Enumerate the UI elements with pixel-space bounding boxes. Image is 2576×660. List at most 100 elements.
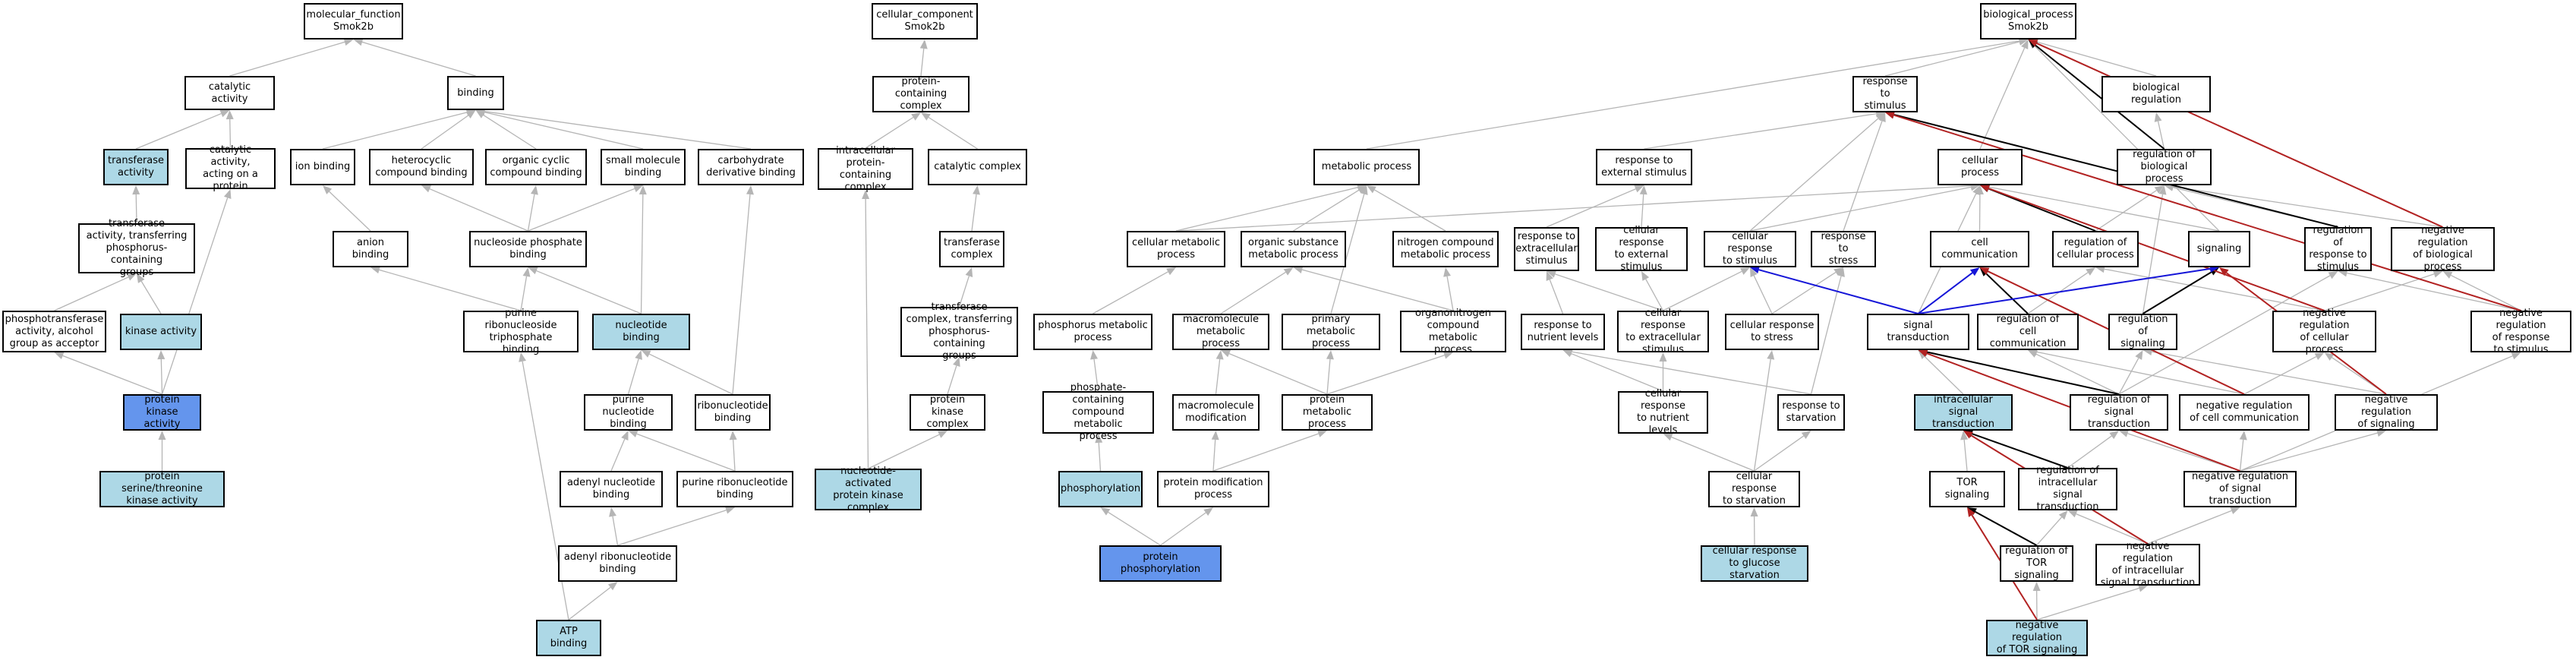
arrowhead-catalytic-activity-to-mf-root [343, 38, 354, 46]
edge-tor-signaling-to-intracellular-signal-transduction [1963, 439, 1968, 472]
arrowhead-negative-regulation-intracellular-signal-to-regulation-intracellular-signal [2067, 510, 2078, 518]
node-heterocyclic-binding: heterocyclic compound binding [369, 149, 474, 185]
arrowhead-protein-ser-thr-kinase-to-protein-kinase-activity [158, 431, 166, 440]
arrowhead-negative-regulation-tor-signaling-to-regulation-of-tor-signaling [2032, 582, 2041, 592]
node-organic-cyclic-binding: organic cyclic compound binding [485, 149, 587, 185]
edge-regulation-of-cellular-process-to-cellular-process [1988, 188, 2096, 232]
node-transferase-complex: transferase complex [939, 231, 1004, 267]
arrowhead-negative-regulation-intracellular-signal-to-intracellular-signal-transduction [1963, 431, 1973, 439]
arrowhead-signal-transduction-to-cellular-process [1972, 185, 1980, 195]
arrowhead-protein-kinase-complex-to-transferase-complex-phospho [953, 357, 960, 367]
arrowhead-macromolecule-metabolic-to-organic-substance-metabolic [1283, 267, 1294, 276]
edge-transferase-complex-phospho-to-transferase-complex [958, 276, 970, 308]
edge-transferase-complex-to-catalytic-complex [971, 194, 977, 232]
arrowhead-regulation-intracellular-signal-to-regulation-of-signal-transduction [2109, 431, 2119, 440]
arrowhead-macromolecule-modification-to-macromolecule-metabolic [1215, 350, 1224, 360]
node-phosphate-containing-metabolic: phosphate-containing compound metabolic … [1042, 382, 1154, 442]
node-negative-regulation-signal-transduction: negative regulation of signal transducti… [2183, 471, 2297, 507]
edge-ion-binding-to-binding [322, 112, 468, 150]
edge-negative-regulation-signal-transduction-to-negative-regulation-signaling [2240, 432, 2378, 472]
arrowhead-adenyl-nucleotide-binding-to-purine-nucleotide-binding [621, 431, 629, 441]
edge-signal-transduction-to-cell-communication [1917, 272, 1973, 314]
edge-negative-regulation-response-to-response-to-stimulus [1893, 114, 2521, 311]
edge-protein-metabolic-to-macromolecule-metabolic [1228, 352, 1328, 395]
arrowhead-atp-binding-to-purine-ribonucleoside-tp-binding [519, 352, 527, 362]
edge-ribonucleotide-binding-to-carbohydrate-deriv-binding [732, 194, 751, 395]
edge-carbohydrate-deriv-binding-to-binding [484, 111, 752, 150]
arrowhead-regulation-of-signal-transduction-to-regulation-of-response-to-stimulus [2328, 271, 2338, 279]
edge-phosphotransferase-alcohol-to-transferase-phospho [54, 276, 129, 311]
edge-metabolic-process-to-bp-root [1366, 40, 2019, 150]
edge-response-to-extracellular-stimulus-to-response-to-external-stimulus [1546, 188, 1636, 228]
node-ion-binding: ion binding [290, 149, 355, 185]
edge-macromolecule-modification-to-macromolecule-metabolic [1215, 358, 1221, 395]
arrowhead-regulation-of-signaling-to-regulation-of-biological-process [2158, 185, 2167, 195]
edge-organic-cyclic-binding-to-binding [483, 114, 537, 150]
node-regulation-of-cellular-process: regulation of cellular process [2052, 231, 2139, 267]
arrowhead-regulation-of-signal-transduction-to-regulation-of-signaling [2135, 350, 2143, 360]
arrowhead-transferase-complex-to-catalytic-complex [973, 185, 980, 195]
edge-regulation-of-signal-transduction-to-signal-transduction [1927, 351, 2120, 395]
node-biological-regulation: biological regulation [2101, 76, 2211, 112]
node-transferase-complex-phospho: transferase complex, transferring phosph… [900, 302, 1018, 362]
edge-nucleotide-binding-to-small-molecule-binding [640, 194, 644, 314]
edge-intracellular-protein-complex-to-protein-containing-complex [865, 116, 914, 149]
node-intracellular-signal-transduction: intracellular signal transduction [1914, 394, 2013, 431]
arrowhead-nucleotide-binding-to-nucleoside-phosphate-binding [528, 267, 538, 275]
arrowhead-negative-regulation-intracellular-signal-to-negative-regulation-signal-transduction [2230, 507, 2240, 515]
node-negative-regulation-cell-communication: negative regulation of cell communicatio… [2179, 394, 2310, 431]
edge-biological-regulation-to-bp-root [2036, 41, 2157, 77]
edge-regulation-intracellular-signal-to-intracellular-signal-transduction [1971, 433, 2068, 469]
node-nucleotide-binding: nucleotide binding [592, 314, 690, 350]
node-small-molecule-binding: small molecule binding [601, 149, 686, 185]
arrowhead-negative-regulation-cell-communication-to-negative-regulation-cellular [2314, 352, 2325, 360]
node-protein-kinase-activity: protein kinase activity [123, 394, 201, 431]
arrowhead-cellular-response-to-stress-to-response-to-stress [1833, 267, 1843, 276]
node-transferase-phospho: transferase activity, transferring phosp… [78, 218, 195, 278]
arrowhead-negative-regulation-signal-transduction-to-regulation-of-signal-transduction [2119, 430, 2129, 437]
arrowhead-anion-binding-to-ion-binding [323, 185, 333, 194]
edge-negative-regulation-signal-transduction-to-negative-regulation-cell-communication [2239, 439, 2244, 472]
edge-signal-transduction-to-signaling [1918, 267, 2211, 314]
edge-primary-metabolic-to-metabolic-process [1330, 194, 1365, 314]
node-transferase-activity: transferase activity [103, 149, 169, 185]
arrowhead-ribonucleotide-binding-to-nucleotide-binding [641, 350, 651, 358]
arrowhead-protein-modification-process-to-macromolecule-modification [1211, 431, 1219, 441]
arrowhead-nucleotide-binding-to-small-molecule-binding [638, 185, 647, 195]
edge-negative-regulation-cellular-to-cellular-process [1988, 188, 2325, 311]
edge-regulation-of-biological-process-to-bp-root [2035, 44, 2165, 150]
arrowhead-organonitrogen-metabolic-to-nitrogen-compound-metabolic [1443, 267, 1451, 277]
node-protein-containing-complex: protein-containing complex [872, 76, 970, 112]
arrowhead-signal-transduction-to-cellular-response-to-stimulus [1750, 266, 1760, 274]
edge-negative-regulation-cellular-to-regulation-of-cellular-process [2104, 268, 2325, 311]
arrowhead-cellular-process-to-bp-root [2021, 39, 2029, 49]
arrowhead-heterocyclic-binding-to-binding [465, 110, 476, 119]
arrowhead-cellular-response-extracellular-to-cellular-response-to-stimulus [1740, 267, 1750, 275]
node-negative-regulation-biological: negative regulation of biological proces… [2391, 225, 2495, 273]
edge-regulation-of-response-to-stimulus-to-response-to-stimulus [1893, 113, 2338, 228]
arrowhead-negative-regulation-cellular-to-negative-regulation-biological [2433, 270, 2443, 278]
arrowhead-protein-kinase-activity-to-catalytic-acting-protein [223, 189, 232, 199]
node-signaling: signaling [2188, 231, 2250, 267]
edge-cellular-response-external-to-response-to-external-stimulus [1641, 194, 1644, 228]
node-carbohydrate-deriv-binding: carbohydrate derivative binding [698, 149, 804, 185]
edge-nucleotide-binding-to-nucleoside-phosphate-binding [536, 270, 642, 314]
node-negative-regulation-cellular: negative regulation of cellular process [2272, 308, 2376, 355]
edge-nucleoside-phosphate-binding-to-organic-cyclic-binding [527, 194, 535, 232]
edge-macromolecule-metabolic-to-organic-substance-metabolic [1220, 271, 1286, 314]
edge-signaling-to-cellular-process [1988, 186, 2220, 232]
node-cellular-metabolic-process: cellular metabolic process [1127, 231, 1225, 267]
node-adenyl-nucleotide-binding: adenyl nucleotide binding [560, 471, 663, 507]
edge-regulation-of-cellular-process-to-regulation-of-biological-process [2095, 190, 2157, 232]
arrowhead-phosphorus-metabolic-to-cellular-metabolic-process [1166, 267, 1176, 276]
arrowhead-transferase-activity-to-catalytic-activity [219, 109, 230, 118]
edge-protein-kinase-activity-to-phosphotransferase-alcohol [62, 355, 162, 395]
edge-regulation-of-signal-transduction-to-regulation-of-cell-communication [2035, 353, 2120, 395]
node-metabolic-process: metabolic process [1313, 149, 1420, 185]
edge-response-to-stimulus-to-bp-root [1884, 41, 2020, 77]
edge-response-to-starvation-to-response-to-nutrient-levels [1572, 351, 1811, 395]
edge-negative-regulation-intracellular-signal-to-negative-regulation-signal-transduction [2147, 510, 2232, 545]
edge-nucleotide-activated-pk-complex-to-protein-kinase-complex [868, 434, 940, 469]
arrowhead-adenyl-ribonucleotide-binding-to-purine-ribonucleotide-binding [725, 506, 735, 514]
edge-organic-substance-metabolic-to-metabolic-process [1293, 189, 1360, 232]
